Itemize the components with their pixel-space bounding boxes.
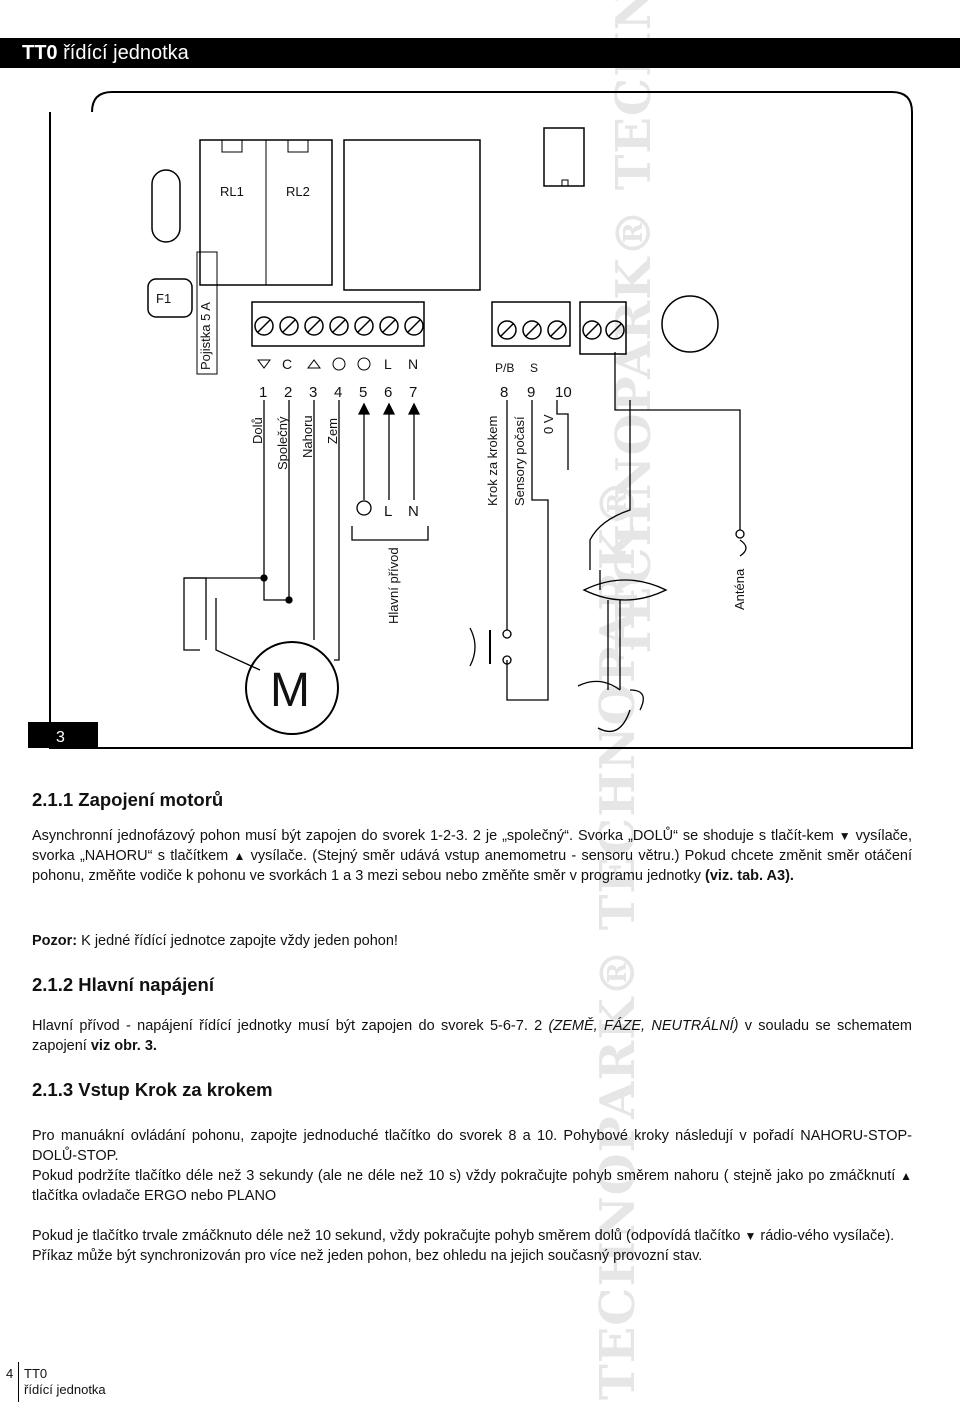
svg-text:7: 7 — [409, 384, 417, 401]
down-arrow-icon: ▼ — [744, 1229, 757, 1243]
symbol-pb: P/B — [495, 361, 514, 375]
terminal-block-main — [251, 301, 425, 347]
fuse-box — [147, 278, 193, 318]
ground-symbol — [332, 357, 346, 371]
page-title: TT0 řídící jednotka — [22, 42, 189, 65]
up-arrow-icon: ▲ — [233, 849, 246, 863]
figure-number: 3 — [56, 729, 65, 746]
section-heading-power: 2.1.2 Hlavní napájení — [32, 974, 214, 995]
wiring-diagram: 3 F1 Pojistka 5 A RL1 RL2 C L N — [28, 91, 913, 749]
svg-text:10: 10 — [555, 384, 572, 401]
section-body-step: Pro manuákní ovládání pohonu, zapojte je… — [32, 1128, 912, 1204]
motor-symbol — [245, 641, 339, 735]
svg-text:3: 3 — [309, 384, 317, 401]
power-wires — [351, 402, 429, 541]
board-outline — [49, 91, 913, 749]
motor-label: M — [270, 664, 310, 717]
svg-text:Dolů: Dolů — [250, 417, 265, 444]
symbol-common: C — [282, 356, 292, 372]
transformer — [343, 139, 481, 291]
power-label-l: L — [384, 503, 392, 520]
warning-note: Pozor: K jedné řídící jednotce zapojte v… — [32, 933, 398, 949]
section-body-power: Hlavní přívod - napájení řídící jednotky… — [32, 1018, 912, 1054]
motor-wires — [183, 400, 340, 671]
terminal-screws-inputs — [497, 320, 567, 340]
fuse-label: F1 — [156, 291, 171, 306]
svg-text:5: 5 — [359, 384, 367, 401]
svg-text:2: 2 — [284, 384, 292, 401]
section-body-motor: Asynchronní jednofázový pohon musí být z… — [32, 828, 912, 884]
terminal-screws-main — [254, 316, 424, 336]
fuse-body — [151, 169, 181, 243]
title-bold: TT0 — [22, 42, 58, 64]
page-number: 4 — [6, 1366, 14, 1381]
section-heading-motor: 2.1.1 Zapojení motorů — [32, 789, 224, 810]
relay-rl1: RL1 — [220, 184, 244, 199]
symbol-l: L — [384, 356, 392, 372]
terminal-block-inputs — [491, 301, 571, 347]
symbol-n: N — [408, 356, 418, 372]
fuse-rating: Pojistka 5 A — [198, 302, 213, 370]
antenna-wire — [614, 352, 747, 557]
section-body-step-hold: Pokud je tlačítko trvale zmáčknuto déle … — [32, 1228, 895, 1264]
svg-text:1: 1 — [259, 384, 267, 401]
input-wires — [469, 400, 631, 701]
footer-divider — [18, 1362, 19, 1402]
fuse-holder — [196, 251, 218, 375]
svg-text:Nahoru: Nahoru — [300, 415, 315, 458]
svg-text:9: 9 — [527, 384, 535, 401]
power-label-n: N — [408, 503, 419, 520]
up-arrow-icon: ▲ — [900, 1169, 912, 1183]
component-block — [543, 127, 585, 187]
svg-text:8: 8 — [500, 384, 508, 401]
terminal-numbers: 1 2 3 4 5 6 7 8 9 10 — [259, 384, 572, 401]
up-symbol — [307, 359, 321, 369]
symbol-s: S — [530, 361, 538, 375]
ground-symbol — [357, 357, 371, 371]
section-heading-step: 2.1.3 Vstup Krok za krokem — [32, 1079, 273, 1100]
svg-text:4: 4 — [334, 384, 342, 401]
svg-text:Krok za krokem: Krok za krokem — [485, 416, 500, 506]
down-arrow-icon: ▼ — [838, 829, 851, 843]
svg-text:Sensory počasí: Sensory počasí — [512, 416, 527, 506]
svg-text:0 V: 0 V — [541, 414, 556, 434]
header-bar — [0, 38, 960, 68]
down-symbol — [257, 359, 271, 369]
main-supply-label: Hlavní přívod — [386, 547, 401, 624]
wire-labels: Dolů Společný Nahoru Zem Krok za krokem … — [250, 414, 556, 506]
relay-rl2: RL2 — [286, 184, 310, 199]
svg-text:Společný: Společný — [275, 416, 290, 470]
buzzer — [661, 295, 719, 353]
anemometer-icon — [577, 579, 668, 733]
antenna-label: Anténa — [732, 568, 747, 610]
figure-number-box — [28, 722, 98, 748]
svg-text:6: 6 — [384, 384, 392, 401]
svg-text:Zem: Zem — [325, 418, 340, 444]
title-rest: řídící jednotka — [57, 42, 189, 64]
terminal-block-antenna — [579, 301, 627, 355]
